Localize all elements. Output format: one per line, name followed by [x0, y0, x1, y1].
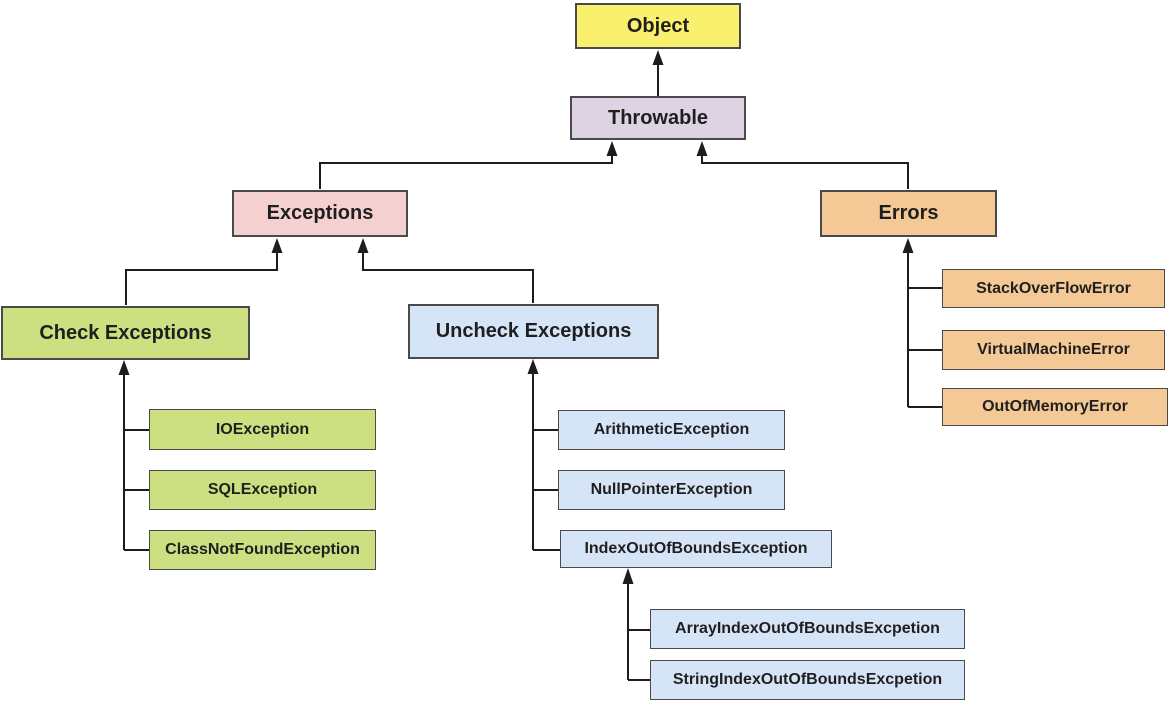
node-throwable: Throwable [570, 96, 746, 140]
node-virtual-machine-error: VirtualMachineError [942, 330, 1165, 370]
node-object: Object [575, 3, 741, 49]
edge-exceptions-throwable [319, 155, 613, 189]
arrowhead-to-indexoutofbounds [622, 568, 634, 584]
node-errors: Errors [820, 190, 997, 237]
node-stack-overflow-error: StackOverFlowError [942, 269, 1165, 308]
edge-check-exceptions [125, 252, 278, 305]
arrowhead-to-errors [902, 238, 914, 253]
edge-uncheck-exceptions [362, 252, 534, 303]
arrowhead-to-check-exceptions [118, 360, 130, 375]
node-arithmetic-exception: ArithmeticException [558, 410, 785, 450]
edge-lines [123, 64, 942, 681]
node-index-out-of-bounds-exception: IndexOutOfBoundsException [560, 530, 832, 568]
arrowhead-to-exceptions-right [357, 238, 369, 253]
arrowhead-to-object [652, 50, 664, 65]
arrowhead-to-uncheck-exceptions [527, 359, 539, 374]
arrowhead-to-exceptions-left [271, 238, 283, 253]
arrowheads [118, 50, 914, 584]
arrowhead-to-throwable-left [606, 141, 618, 156]
node-sql-exception: SQLException [149, 470, 376, 510]
node-null-pointer-exception: NullPointerException [558, 470, 785, 510]
node-out-of-memory-error: OutOfMemoryError [942, 388, 1168, 426]
arrowhead-to-throwable-right [696, 141, 708, 156]
node-array-index-out-of-bounds-excpetion: ArrayIndexOutOfBoundsExcpetion [650, 609, 965, 649]
edge-errors-throwable [701, 155, 909, 189]
node-io-exception: IOException [149, 409, 376, 450]
node-exceptions: Exceptions [232, 190, 408, 237]
node-class-not-found-exception: ClassNotFoundException [149, 530, 376, 570]
node-string-index-out-of-bounds-excpetion: StringIndexOutOfBoundsExcpetion [650, 660, 965, 700]
node-uncheck-exceptions: Uncheck Exceptions [408, 304, 659, 359]
node-check-exceptions: Check Exceptions [1, 306, 250, 360]
